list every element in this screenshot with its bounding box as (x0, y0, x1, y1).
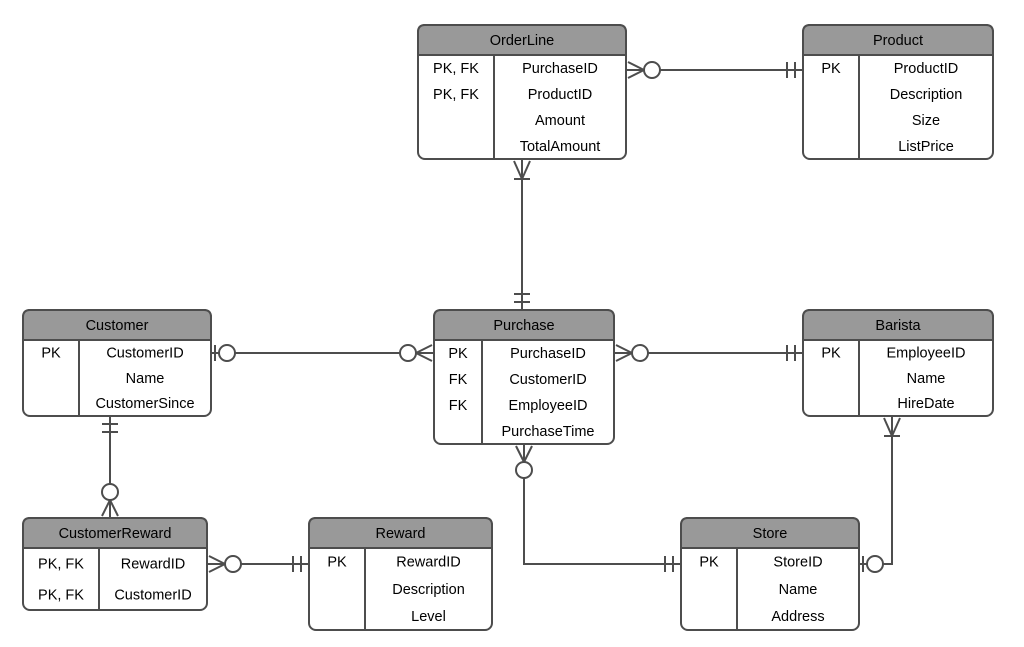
attribute-name: Name (779, 582, 818, 598)
relationship-customer-customerreward[interactable] (101, 416, 119, 518)
cardinality-zero-or-many (515, 445, 533, 479)
cardinality-zero-or-one (862, 555, 884, 573)
entity-header-band (22, 309, 212, 341)
entity-header-band (802, 309, 994, 341)
attribute-name: RewardID (396, 554, 460, 570)
attribute-name: Address (771, 609, 824, 625)
cardinality-zero-or-many (615, 344, 649, 362)
attribute-name: PurchaseTime (502, 424, 595, 440)
cardinality-zero-or-one (214, 344, 236, 362)
relationship-customerreward-reward[interactable] (207, 555, 309, 573)
cardinality-zero-or-many (208, 555, 242, 573)
entity-title: Purchase (493, 318, 554, 334)
attribute-name: Name (907, 371, 946, 387)
entity-title: Reward (376, 526, 426, 542)
relationship-purchase-store[interactable] (515, 444, 681, 572)
entity-header-band (802, 24, 994, 56)
attribute-name: CustomerID (509, 372, 586, 388)
cardinality-zero-or-many (101, 483, 119, 517)
connector-line (523, 444, 681, 565)
attribute-name: ListPrice (898, 139, 954, 155)
cardinality-zero-or-many (399, 344, 433, 362)
entity-title: OrderLine (490, 33, 554, 49)
attribute-name: PurchaseID (510, 346, 586, 362)
cardinality-one-or-many (513, 160, 531, 180)
attribute-name: Level (411, 609, 446, 625)
attribute-key: PK, FK (433, 87, 479, 103)
attribute-key: PK (448, 346, 468, 362)
attribute-key: PK (821, 61, 841, 77)
entity-title: Product (873, 33, 923, 49)
attribute-name: CustomerSince (95, 396, 194, 412)
entity-title: Barista (875, 318, 921, 334)
entity-title: Customer (86, 318, 149, 334)
cardinality-one-or-many (883, 417, 901, 437)
cardinality-exactly-one (102, 423, 118, 433)
attribute-name: EmployeeID (887, 345, 966, 361)
entity-header-band (22, 517, 208, 549)
attribute-name: Size (912, 113, 940, 129)
relationship-customer-purchase[interactable] (211, 344, 434, 362)
relationship-orderline-product[interactable] (626, 61, 803, 79)
attribute-name: Description (392, 582, 465, 598)
entity-header-band (433, 309, 615, 341)
cardinality-exactly-one (664, 556, 674, 572)
relationship-purchase-barista[interactable] (614, 344, 803, 362)
attribute-name: Name (126, 371, 165, 387)
attribute-name: StoreID (773, 554, 822, 570)
attribute-key: PK, FK (38, 556, 84, 572)
attribute-name: ProductID (894, 61, 958, 77)
attribute-key: PK (699, 554, 719, 570)
attribute-name: CustomerID (114, 587, 191, 603)
attribute-name: HireDate (897, 396, 954, 412)
entity-header-band (308, 517, 493, 549)
attribute-name: RewardID (121, 556, 185, 572)
attribute-name: Amount (535, 113, 585, 129)
cardinality-exactly-one (514, 293, 530, 303)
cardinality-exactly-one (292, 556, 302, 572)
attribute-key: PK (821, 345, 841, 361)
entity-title: Store (753, 526, 788, 542)
relationship-orderline-purchase[interactable] (513, 159, 531, 310)
attribute-name: PurchaseID (522, 61, 598, 77)
attribute-name: ProductID (528, 87, 592, 103)
attribute-key: PK, FK (38, 587, 84, 603)
attribute-key: FK (449, 398, 468, 414)
attribute-name: CustomerID (106, 345, 183, 361)
entity-header-band (417, 24, 627, 56)
attribute-name: EmployeeID (509, 398, 588, 414)
cardinality-exactly-one (786, 345, 796, 361)
cardinality-exactly-one (786, 62, 796, 78)
connector-line (859, 416, 893, 565)
cardinality-zero-or-many (627, 61, 661, 79)
relationship-store-barista[interactable] (859, 416, 901, 573)
attribute-name: TotalAmount (520, 139, 601, 155)
entity-header-band (680, 517, 860, 549)
entity-title: CustomerReward (59, 526, 172, 542)
attribute-key: PK (327, 554, 347, 570)
attribute-name: Description (890, 87, 963, 103)
attribute-key: FK (449, 372, 468, 388)
attribute-key: PK (41, 345, 61, 361)
attribute-key: PK, FK (433, 61, 479, 77)
